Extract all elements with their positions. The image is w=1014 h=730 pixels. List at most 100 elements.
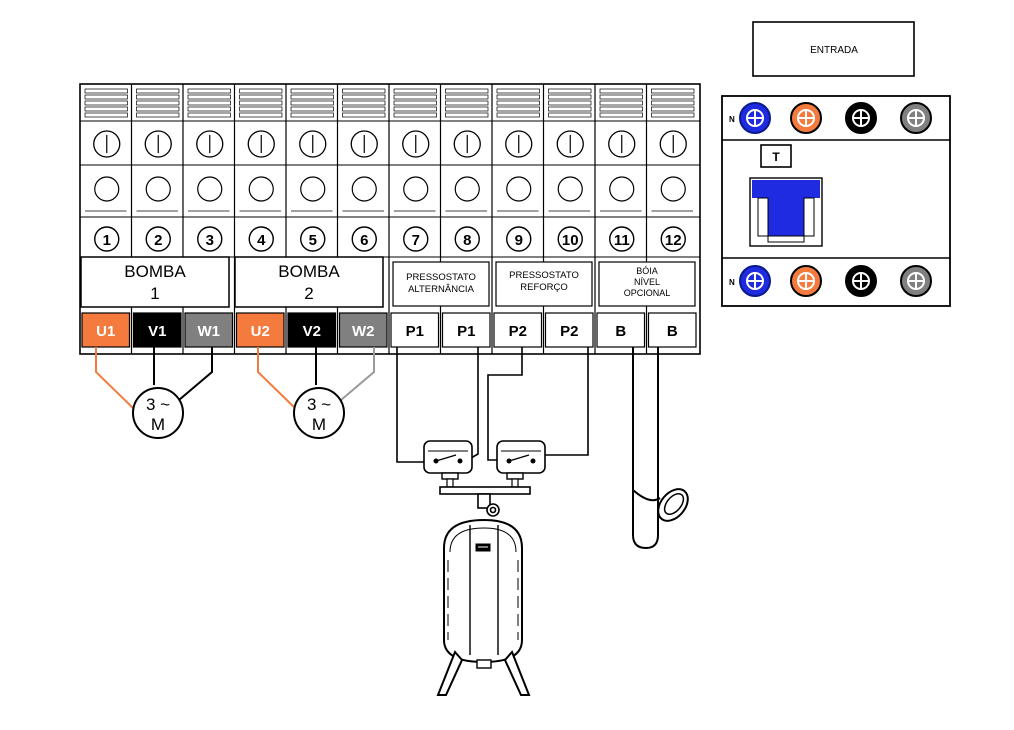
motor-2: 3 ~ M <box>293 387 345 439</box>
terminal-2: 2 <box>130 84 180 354</box>
terminal-number-badge <box>145 226 171 252</box>
breaker-screw-gray[interactable] <box>900 102 932 134</box>
terminal-number: 5 <box>309 232 317 249</box>
group-label-line1: BOMBA <box>278 262 340 281</box>
terminal-port <box>300 176 326 202</box>
terminal-tag-w2: W2 <box>338 312 388 348</box>
pressure-switch-wiring <box>396 347 589 463</box>
terminal-tag-label: U2 <box>251 323 270 340</box>
motor-label-line2: M <box>312 415 326 434</box>
entrada-box: ENTRADA <box>752 21 915 77</box>
terminal-port <box>94 176 120 202</box>
terminal-port <box>454 176 480 202</box>
pressure-manifold <box>439 486 531 517</box>
breaker-screw-black[interactable] <box>845 265 877 297</box>
group-label-line2: NÍVEL <box>634 277 660 287</box>
terminal-number: 2 <box>154 232 162 249</box>
terminal-tag-label: B <box>615 323 626 340</box>
terminal-tag-label: B <box>667 323 678 340</box>
group-label-bomba-2: BOMBA 2 <box>234 256 384 308</box>
group-label-line1: PRESSOSTATO <box>406 272 476 283</box>
terminal-number-badge <box>94 226 120 252</box>
group-label-bomba-1: BOMBA 1 <box>80 256 230 308</box>
pressure-switch-alternancia <box>423 440 473 488</box>
group-label-line2: 1 <box>150 284 159 303</box>
group-label-line3: OPCIONAL <box>624 288 671 298</box>
breaker-screw-black[interactable] <box>845 102 877 134</box>
terminal-number: 1 <box>103 232 111 249</box>
entrada-label: ENTRADA <box>810 45 858 56</box>
terminal-tag-v2: V2 <box>287 312 337 348</box>
group-label-line2: REFORÇO <box>520 282 568 293</box>
terminal-10: 10 <box>542 84 592 354</box>
terminal-4: 4 <box>233 84 283 354</box>
terminal-number-badge <box>660 226 686 252</box>
pressure-switch-reforco <box>496 440 546 488</box>
group-label-line2: ALTERNÂNCIA <box>408 284 474 295</box>
test-button[interactable] <box>760 144 792 168</box>
breaker-screw-gray[interactable] <box>900 265 932 297</box>
terminal-port <box>506 176 532 202</box>
terminal-port <box>248 176 274 202</box>
terminal-port <box>351 176 377 202</box>
terminal-number: 11 <box>614 232 630 249</box>
terminal-tag-label: W1 <box>198 323 221 340</box>
terminal-port <box>197 176 223 202</box>
group-label-boia-nivel: BÓIA NÍVEL OPCIONAL <box>598 261 696 307</box>
terminal-tag-label: V1 <box>148 323 166 340</box>
motor-1: 3 ~ M <box>132 387 184 439</box>
terminal-1: 1 <box>84 88 128 252</box>
breaker-screw-blue[interactable] <box>739 265 771 297</box>
motor-2-circle <box>293 387 345 439</box>
terminal-number-badge <box>300 226 326 252</box>
breaker-screw-orange[interactable] <box>790 102 822 134</box>
terminal-tag-b: B <box>647 312 697 348</box>
group-label-line2: 2 <box>304 284 313 303</box>
terminal-number: 7 <box>412 232 420 249</box>
motor-1-circle <box>132 387 184 439</box>
group-label-pressostato-reforco: PRESSOSTATO REFORÇO <box>495 261 593 307</box>
terminal-tag-label: P2 <box>509 323 527 340</box>
motor-2-wiring <box>257 347 375 409</box>
terminal-tag-p2: P2 <box>493 312 543 348</box>
terminal-5: 5 <box>285 84 334 354</box>
float-switch <box>632 347 689 550</box>
breaker-toggle[interactable] <box>749 177 823 247</box>
terminal-port <box>403 176 429 202</box>
terminal-3: 3 <box>182 84 231 354</box>
terminal-port <box>557 176 583 202</box>
terminal-tag-label: U1 <box>96 323 115 340</box>
terminal-number-badge <box>609 226 635 252</box>
terminal-number: 3 <box>206 232 214 249</box>
group-label-pressostato-alternancia: PRESSOSTATO ALTERNÂNCIA <box>392 261 490 307</box>
breaker-screw-blue[interactable] <box>739 102 771 134</box>
motor-label-line1: 3 ~ <box>146 395 170 414</box>
terminal-number-badge <box>248 226 274 252</box>
terminal-12: 12 <box>645 84 695 354</box>
group-label-line1: PRESSOSTATO <box>509 270 579 281</box>
terminal-port <box>660 176 686 202</box>
terminal-tag-label: P2 <box>560 323 578 340</box>
neutral-label-bottom: N <box>729 278 735 287</box>
breaker-screws-top <box>739 102 932 134</box>
group-label-line1: BOMBA <box>124 262 186 281</box>
test-button-label: T <box>772 150 780 164</box>
terminal-number-badge <box>197 226 223 252</box>
circuit-breaker: N N T <box>721 95 951 307</box>
breaker-screws-bottom <box>739 265 932 297</box>
terminal-tag-u1: U1 <box>81 312 131 348</box>
terminal-port <box>609 176 635 202</box>
terminal-number-badge <box>454 226 480 252</box>
terminal-6: 6 <box>336 84 386 354</box>
terminal-number-badge <box>506 226 532 252</box>
terminal-number: 8 <box>463 232 471 249</box>
terminal-number-badge <box>351 226 377 252</box>
terminal-tag-u2: U2 <box>235 312 285 348</box>
terminal-tag-label: V2 <box>303 323 321 340</box>
group-label-line1: BÓIA <box>636 266 658 276</box>
breaker-screw-orange[interactable] <box>790 265 822 297</box>
terminal-tag-v1: V1 <box>132 312 182 348</box>
